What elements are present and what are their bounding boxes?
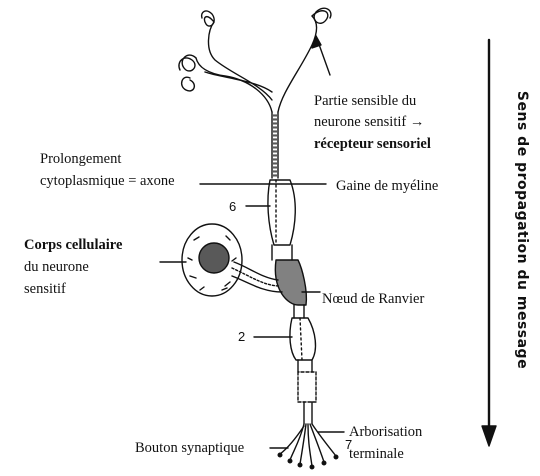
synaptic-boutons: [278, 453, 338, 469]
axon: [268, 180, 316, 424]
label-corps-2: du neurone: [24, 257, 89, 277]
cell-body-link: [232, 262, 282, 292]
label-gaine: Gaine de myéline: [336, 176, 438, 196]
number-2: 2: [238, 329, 245, 344]
propagation-direction-label: Sens de propagation du message: [510, 80, 534, 380]
label-sensible-1: Partie sensible du: [314, 91, 416, 111]
label-corps-1: Corps cellulaire: [24, 235, 122, 255]
trunk-dots: [274, 115, 276, 178]
label-bouton: Bouton synaptique: [135, 438, 244, 458]
label-prolongement-1: Prolongement: [40, 149, 121, 169]
label-arborisation-2: terminale: [349, 444, 404, 464]
number-6: 6: [229, 199, 236, 214]
label-noeud: Nœud de Ranvier: [322, 289, 424, 309]
label-sensible-2: neurone sensitif →: [314, 112, 424, 132]
propagation-arrowhead: [482, 426, 496, 446]
label-sensible-3: récepteur sensoriel: [314, 134, 431, 154]
dendrite-tree: [179, 8, 331, 178]
label-corps-3: sensitif: [24, 279, 66, 299]
label-prolongement-2: cytoplasmique = axone: [40, 171, 175, 191]
label-arborisation-1: Arborisation: [349, 422, 422, 442]
cell-body: [182, 224, 242, 296]
